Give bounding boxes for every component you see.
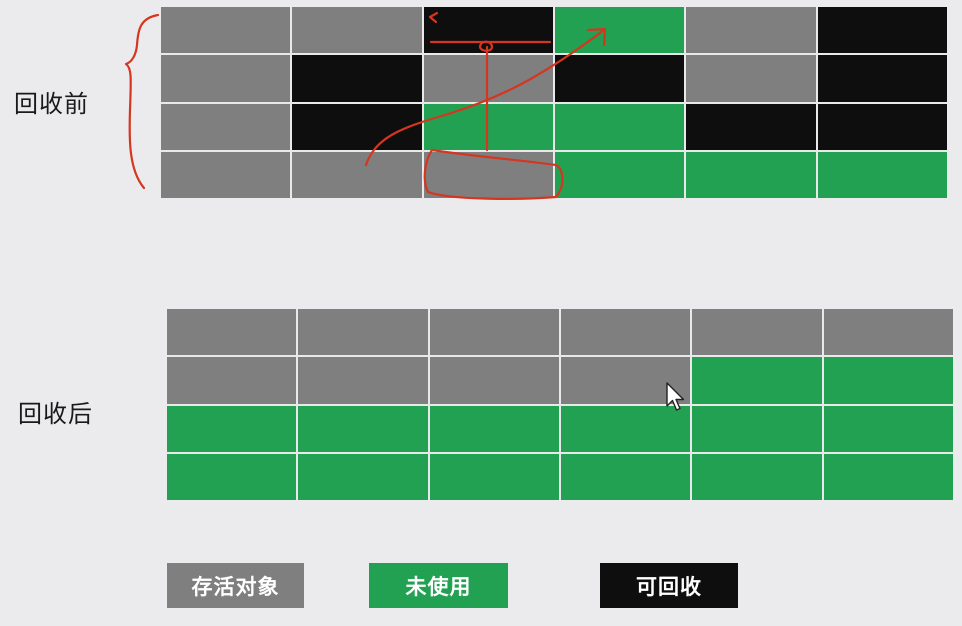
before-cell-garbage [817, 103, 947, 150]
after-cell-live [692, 309, 822, 356]
before-cell-free [554, 103, 685, 150]
after-cell-live [298, 357, 428, 404]
after-cell-live [167, 309, 297, 356]
after-cell-free [823, 453, 953, 500]
after-cell-live [823, 309, 953, 356]
before-cell-live [161, 151, 291, 198]
after-cell-free [167, 453, 297, 500]
before-cell-free [554, 7, 685, 54]
before-cell-free [817, 151, 947, 198]
before-cell-live [292, 151, 422, 198]
before-cell-live [423, 151, 553, 198]
mouse-cursor-icon [666, 382, 685, 411]
before-cell-garbage [686, 103, 816, 150]
after-cell-free [692, 453, 822, 500]
label-before-collection: 回收前 [14, 90, 89, 118]
before-cell-garbage [292, 103, 422, 150]
before-cell-live [292, 7, 422, 54]
after-cell-live [429, 309, 559, 356]
before-cell-garbage [423, 7, 553, 54]
before-cell-free [554, 151, 685, 198]
after-cell-live [167, 357, 297, 404]
before-cell-live [161, 7, 291, 54]
legend-live-label: 存活对象 [191, 574, 280, 599]
after-cell-free [429, 453, 559, 500]
legend-unused-label: 未使用 [405, 574, 472, 599]
legend-reclaimable-label: 可回收 [636, 574, 702, 599]
before-cell-live [161, 55, 291, 102]
before-cell-free [423, 103, 553, 150]
after-cell-live [560, 309, 691, 356]
label-after-collection: 回收后 [18, 400, 93, 428]
before-cell-live [161, 103, 291, 150]
before-cell-live [686, 7, 816, 54]
memory-grid-before [161, 7, 947, 198]
before-cell-free [686, 151, 816, 198]
legend-reclaimable: 可回收 [600, 563, 738, 608]
after-cell-free [823, 405, 953, 452]
after-cell-free [823, 357, 953, 404]
before-cell-garbage [817, 7, 947, 54]
memory-grid-after [167, 309, 953, 500]
annotation-brace [124, 13, 160, 190]
after-cell-free [298, 453, 428, 500]
legend-live-object: 存活对象 [167, 563, 304, 608]
after-cell-live [429, 357, 559, 404]
after-cell-free [298, 405, 428, 452]
after-cell-free [692, 357, 822, 404]
after-cell-live [298, 309, 428, 356]
after-cell-free [560, 405, 691, 452]
before-cell-live [686, 55, 816, 102]
before-cell-garbage [292, 55, 422, 102]
legend-unused: 未使用 [369, 563, 508, 608]
after-cell-free [560, 453, 691, 500]
after-cell-free [692, 405, 822, 452]
after-cell-free [429, 405, 559, 452]
before-cell-live [423, 55, 553, 102]
after-cell-free [167, 405, 297, 452]
before-cell-garbage [817, 55, 947, 102]
before-cell-garbage [554, 55, 685, 102]
